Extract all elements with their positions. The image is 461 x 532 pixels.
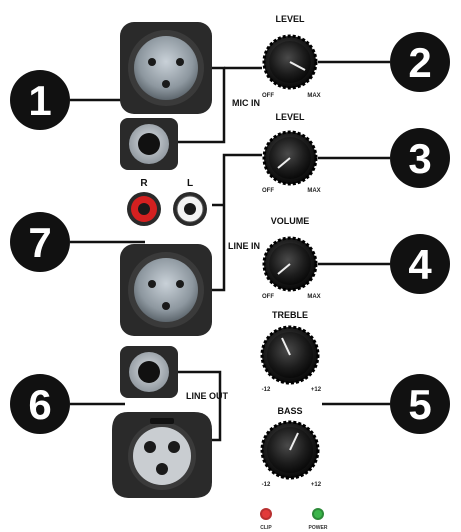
rca-left-input: [173, 192, 207, 226]
mic-level-min: OFF: [262, 93, 274, 99]
callout-badge-5: 5: [390, 374, 450, 434]
line-level-max: MAX: [307, 188, 320, 194]
line-xlr-input: [120, 244, 212, 336]
volume-max: MAX: [307, 294, 320, 300]
line-in-label: LINE IN: [228, 241, 260, 251]
leader-lines: [70, 60, 390, 442]
callout-number-5: 5: [408, 381, 431, 428]
callout-number-3: 3: [408, 135, 431, 182]
power-led: [312, 508, 324, 520]
line-out-label: LINE OUT: [186, 391, 229, 401]
volume-min: OFF: [262, 294, 274, 300]
line-level-label: LEVEL: [275, 112, 305, 122]
line-level-min: OFF: [262, 188, 274, 194]
treble-label: TREBLE: [272, 310, 308, 320]
callout-number-7: 7: [28, 219, 51, 266]
line-level-knob: [262, 130, 318, 186]
callout-badge-7: 7: [10, 212, 70, 272]
bass-knob: [260, 420, 320, 480]
volume-label: VOLUME: [271, 216, 310, 226]
mic-quarter-inch-jack: [120, 118, 178, 170]
mic-in-label: MIC IN: [232, 98, 260, 108]
treble-knob: [260, 325, 320, 385]
rca-left-label: L: [187, 178, 193, 189]
mic-xlr-input: [120, 22, 212, 114]
treble-max: +12: [311, 387, 322, 393]
bass-label: BASS: [277, 406, 302, 416]
clip-led: [260, 508, 272, 520]
callout-badge-4: 4: [390, 234, 450, 294]
line-out-quarter-inch-jack: [120, 346, 178, 398]
callout-badge-6: 6: [10, 374, 70, 434]
callout-badge-1: 1: [10, 70, 70, 130]
callout-number-2: 2: [408, 39, 431, 86]
line-out-xlr-female: [112, 412, 212, 498]
callout-badge-3: 3: [390, 128, 450, 188]
callout-number-1: 1: [28, 77, 51, 124]
bass-max: +12: [311, 482, 322, 488]
rca-right-input: [127, 192, 161, 226]
callout-number-6: 6: [28, 381, 51, 428]
mic-level-knob: [262, 34, 318, 90]
rca-right-label: R: [140, 178, 148, 189]
mic-level-label: LEVEL: [275, 14, 305, 24]
callout-badge-2: 2: [390, 32, 450, 92]
mic-level-max: MAX: [307, 93, 320, 99]
volume-knob: [262, 236, 318, 292]
callout-number-4: 4: [408, 241, 432, 288]
treble-min: -12: [262, 387, 271, 393]
bass-min: -12: [262, 482, 271, 488]
power-led-label: POWER: [309, 525, 328, 531]
clip-led-label: CLIP: [260, 525, 272, 531]
